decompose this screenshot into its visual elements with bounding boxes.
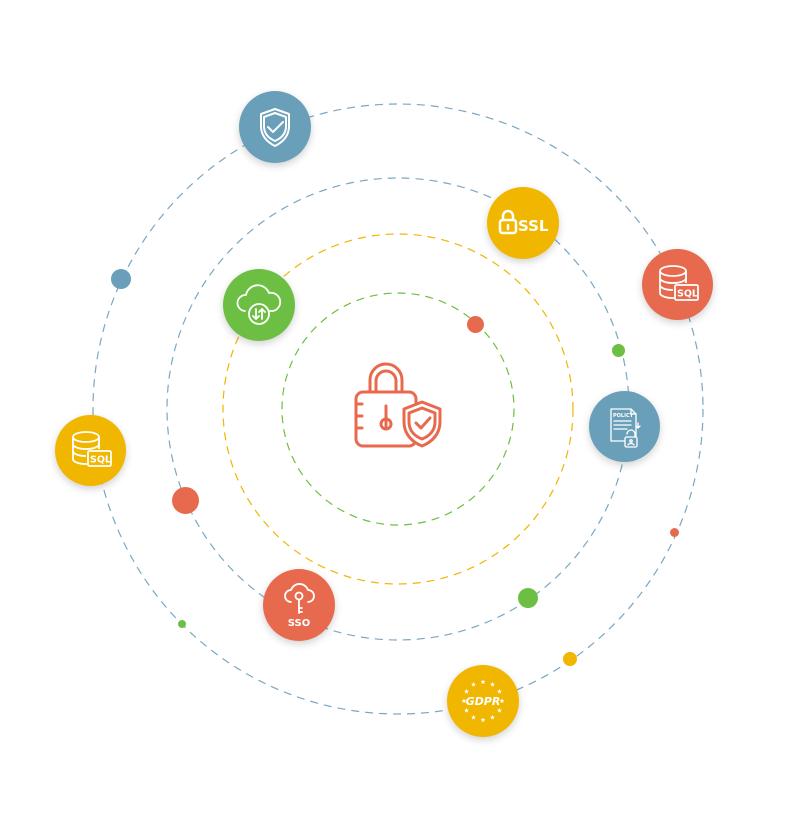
dot-yellow: [563, 652, 577, 666]
dot-green-small: [178, 620, 186, 628]
padlock-with-shield-icon: [354, 362, 442, 448]
dot-blue: [111, 269, 131, 289]
policy-document-icon: POLICY: [610, 408, 641, 448]
gdpr-star: [490, 681, 495, 687]
dot-red-inner: [467, 316, 484, 333]
ssl-node[interactable]: SSL: [487, 187, 559, 259]
gdpr-label: GDPR: [466, 695, 501, 708]
shield-check-icon: [260, 108, 290, 147]
sql-database-icon: SQL: [659, 265, 699, 301]
gdpr-star: [496, 707, 502, 713]
orbit-inner: [281, 292, 515, 526]
sql-red-node[interactable]: SQL: [642, 249, 713, 320]
gdpr-star: [496, 688, 502, 694]
orbit-outer: [92, 103, 704, 715]
gdpr-star: [471, 681, 476, 687]
gdpr-node[interactable]: GDPR: [447, 665, 519, 737]
gdpr-star: [499, 698, 505, 704]
dot-green-right: [612, 344, 625, 357]
gdpr-star: [461, 698, 467, 704]
sql-yellow-label: SQL: [90, 455, 111, 466]
cloud-sync-icon: [236, 284, 282, 325]
gdpr-stars-icon: GDPR: [461, 679, 505, 723]
shield-node[interactable]: [239, 91, 311, 163]
cloud-sync-node[interactable]: [223, 269, 295, 341]
sql-red-label: SQL: [677, 289, 698, 300]
gdpr-star: [480, 679, 486, 685]
sso-node[interactable]: SSO: [263, 569, 335, 641]
orbit-third: [222, 233, 574, 585]
sql-database-icon: SQL: [72, 431, 112, 467]
dot-green-bottom: [518, 588, 538, 608]
policy-label: POLICY: [613, 413, 634, 419]
policy-node[interactable]: POLICY: [589, 391, 660, 462]
gdpr-star: [471, 714, 476, 720]
sso-label: SSO: [288, 618, 310, 629]
dot-red-left: [172, 487, 199, 514]
gdpr-star: [490, 714, 495, 720]
gdpr-star: [464, 707, 470, 713]
ssl-lock-icon: SSL: [498, 209, 549, 235]
gdpr-star: [464, 688, 470, 694]
ssl-label: SSL: [518, 217, 549, 235]
sso-cloud-key-icon: SSO: [284, 583, 315, 629]
gdpr-star: [480, 717, 486, 723]
sql-yellow-node[interactable]: SQL: [55, 415, 126, 486]
dot-red-small: [670, 528, 679, 537]
